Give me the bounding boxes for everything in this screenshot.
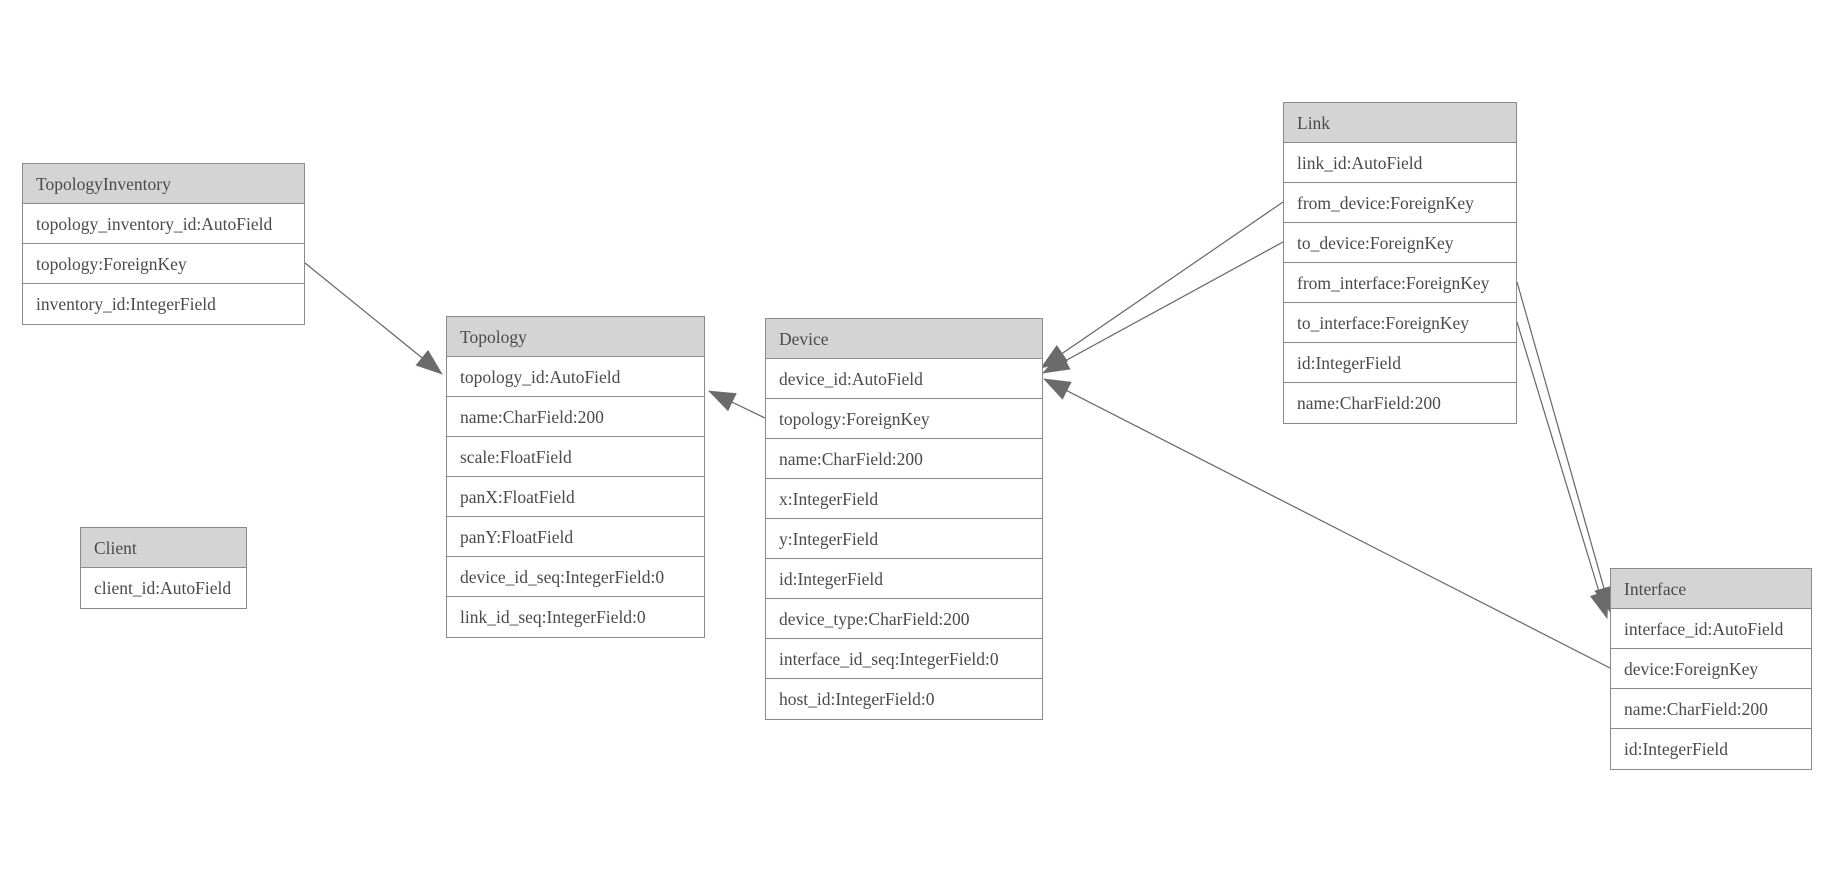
field-row: id:IntegerField [1284,343,1516,383]
field-row: name:CharField:200 [1611,689,1811,729]
field-row: y:IntegerField [766,519,1042,559]
edge-Device.topology-to-Topology.topology_id [708,390,766,419]
field-row: name:CharField:200 [766,439,1042,479]
field-row: device_id_seq:IntegerField:0 [447,557,704,597]
field-row: from_device:ForeignKey [1284,183,1516,223]
field-row: client_id:AutoField [81,568,246,608]
table-title-client: Client [81,528,246,568]
field-row: panX:FloatField [447,477,704,517]
field-row: device:ForeignKey [1611,649,1811,689]
field-row: panY:FloatField [447,517,704,557]
field-row: interface_id:AutoField [1611,609,1811,649]
field-row: name:CharField:200 [447,397,704,437]
edge-Link.to_interface-to-Interface.interface_id [1516,321,1610,619]
edge-TopologyInventory.topology-to-Topology.topology_id [304,262,443,375]
field-row: device_id:AutoField [766,359,1042,399]
field-row: id:IntegerField [1611,729,1811,769]
edge-Link.from_device-to-Device.device_id [1040,201,1284,369]
edge-Link.to_device-to-Device.device_id [1042,241,1284,374]
field-row: link_id_seq:IntegerField:0 [447,597,704,637]
field-row: topology_inventory_id:AutoField [23,204,304,244]
field-row: topology:ForeignKey [766,399,1042,439]
field-row: to_device:ForeignKey [1284,223,1516,263]
table-title-device: Device [766,319,1042,359]
table-title-link: Link [1284,103,1516,143]
table-title-topologyinventory: TopologyInventory [23,164,304,204]
field-row: to_interface:ForeignKey [1284,303,1516,343]
field-row: topology_id:AutoField [447,357,704,397]
field-row: inventory_id:IntegerField [23,284,304,324]
edge-Link.from_interface-to-Interface.interface_id [1516,281,1614,614]
field-row: x:IntegerField [766,479,1042,519]
field-row: device_type:CharField:200 [766,599,1042,639]
field-row: from_interface:ForeignKey [1284,263,1516,303]
table-title-interface: Interface [1611,569,1811,609]
field-row: interface_id_seq:IntegerField:0 [766,639,1042,679]
field-row: id:IntegerField [766,559,1042,599]
field-row: link_id:AutoField [1284,143,1516,183]
field-row: name:CharField:200 [1284,383,1516,423]
field-row: host_id:IntegerField:0 [766,679,1042,719]
field-row: topology:ForeignKey [23,244,304,284]
table-title-topology: Topology [447,317,704,357]
field-row: scale:FloatField [447,437,704,477]
